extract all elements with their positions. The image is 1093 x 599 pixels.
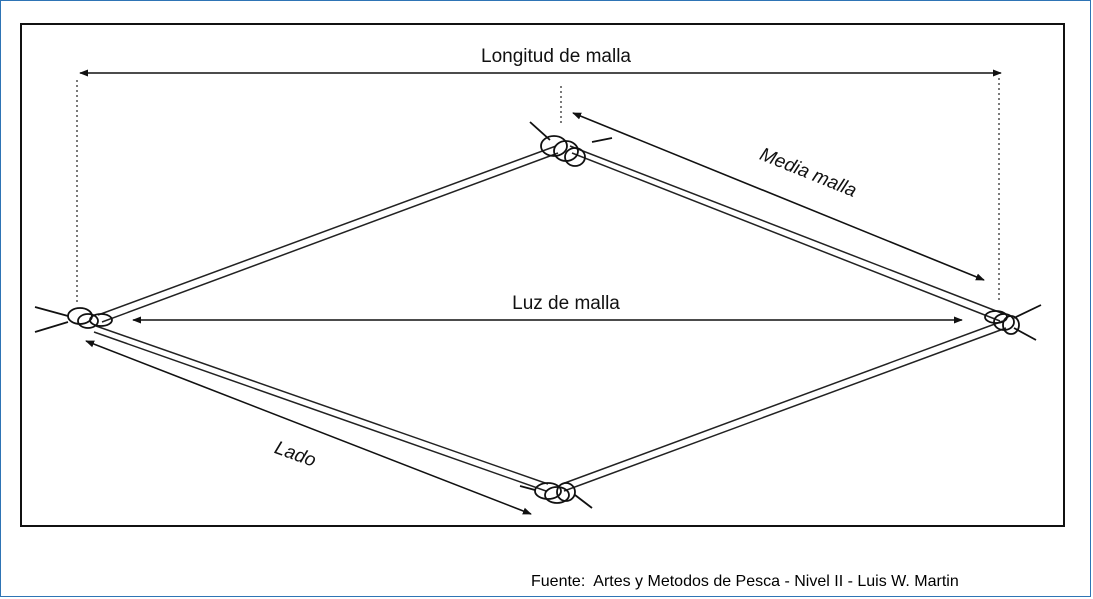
- figure-border: [20, 23, 1065, 527]
- half-mesh-arrow: [572, 112, 985, 281]
- dotted-guides: [76, 78, 1000, 304]
- label-side: Lado: [272, 437, 319, 471]
- label-mesh-opening: Luz de malla: [512, 293, 620, 314]
- twine-bottom-right: [561, 320, 1007, 492]
- source-caption: Fuente: Artes y Metodos de Pesca - Nivel…: [531, 573, 959, 590]
- mesh-twines: [93, 145, 1007, 492]
- twine-bottom-left: [93, 325, 549, 492]
- knot-left: [34, 306, 113, 333]
- knot-bottom: [519, 482, 593, 509]
- twine-top-left: [97, 145, 559, 323]
- knot-top: [529, 121, 613, 167]
- label-mesh-length: Longitud de malla: [481, 46, 631, 67]
- twine-top-right: [569, 145, 1005, 322]
- knot-right: [984, 304, 1042, 341]
- side-arrow: [85, 340, 532, 515]
